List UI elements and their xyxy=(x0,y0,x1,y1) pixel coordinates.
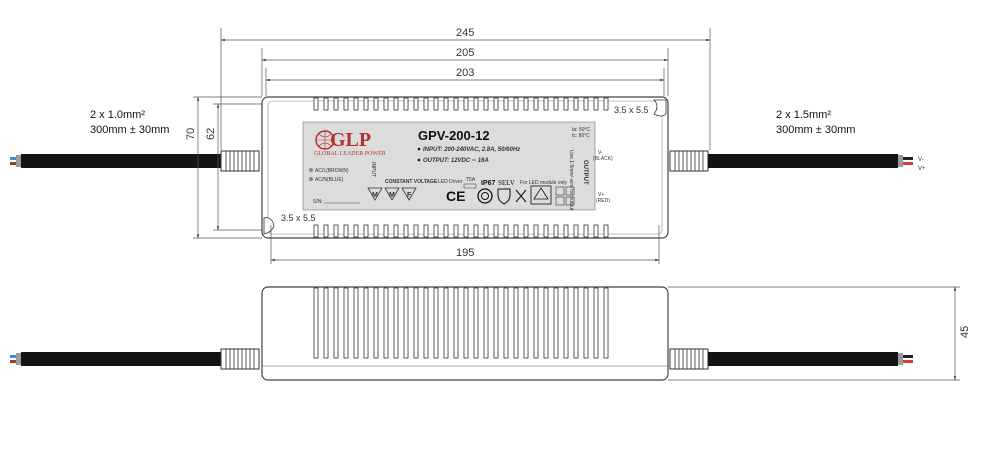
side-fins xyxy=(313,287,609,359)
mount-hole-right xyxy=(653,99,667,117)
v-pos-label: V+ xyxy=(598,192,604,198)
wire-note: Use 1.5mm² wire for output xyxy=(568,150,574,211)
weee-bin-icon xyxy=(515,189,527,203)
dim-height-inner: 62 xyxy=(205,128,217,140)
input-cable-top xyxy=(10,154,221,168)
output-vertical-label: OUTPUT xyxy=(582,160,588,185)
wire-neg-label: V- xyxy=(918,157,924,163)
led-only-label: For LED module only xyxy=(520,180,567,186)
warning-triangle-icon xyxy=(533,187,549,200)
top-view: GLP GLOBAL LEADER POWER GPV-200-12 INPUT… xyxy=(10,96,926,239)
left-strain-relief xyxy=(220,150,260,172)
input-cable-length: 300mm ± 30mm xyxy=(90,124,169,136)
fuse-icon xyxy=(463,183,477,189)
side-view xyxy=(10,286,913,381)
constant-voltage-label: CONSTANT VOLTAGE xyxy=(385,179,438,185)
output-rating: OUTPUT: 12VDC ═ 16A xyxy=(423,158,489,164)
selv-label: SELV xyxy=(498,179,515,187)
svg-text:M: M xyxy=(389,192,395,199)
temp-tc: tc: 80°C xyxy=(572,133,590,139)
ce-mark-icon: CE xyxy=(446,188,465,204)
mount-hole-bottom-label: 3.5 x 5.5 xyxy=(281,213,316,223)
left-strain-relief-side xyxy=(220,348,260,370)
fuse-label: T5A xyxy=(466,177,476,183)
right-strain-relief xyxy=(669,150,709,172)
dim-depth: 45 xyxy=(959,326,971,338)
input-cable-spec: 2 x 1.0mm² xyxy=(90,109,145,121)
svg-text:M: M xyxy=(372,192,378,199)
serial-number-label: S/N: xyxy=(313,199,323,205)
mount-hole-top-label: 3.5 x 5.5 xyxy=(614,105,649,115)
dim-body-length: 203 xyxy=(456,67,474,79)
input-rating: INPUT: 200-240VAC, 2.8A, 50/60Hz xyxy=(423,147,520,153)
rohs-icon xyxy=(477,188,493,204)
temp-ta: ta: 50°C xyxy=(572,127,591,133)
ac-n-label: AC/N(BLUE) xyxy=(315,177,344,183)
mm-f-symbols xyxy=(367,187,417,201)
input-cable-side xyxy=(21,352,221,366)
dim-height-outer: 70 xyxy=(185,128,197,140)
output-cable-spec: 2 x 1.5mm² xyxy=(776,109,831,121)
svg-text:F: F xyxy=(407,192,412,199)
right-strain-relief-side xyxy=(669,348,709,370)
mount-hole-left xyxy=(263,217,275,235)
ip-rating: IP67 xyxy=(481,180,496,187)
dim-housing-length: 205 xyxy=(456,47,474,59)
cooling-fins-bottom xyxy=(313,224,609,238)
cooling-fins-top xyxy=(313,97,609,111)
wire-pos-label: V+ xyxy=(918,166,926,172)
output-cable-side xyxy=(708,352,898,366)
dimension-lines xyxy=(193,28,960,381)
product-label: GLP GLOBAL LEADER POWER GPV-200-12 INPUT… xyxy=(302,121,613,211)
dim-overall-length: 245 xyxy=(456,27,474,39)
input-vertical-label: INPUT xyxy=(370,162,376,177)
output-cable-top xyxy=(708,154,913,168)
led-driver-label: LED Driver xyxy=(438,179,463,185)
ac-l-label: AC/L(BROWN) xyxy=(315,168,349,174)
v-neg-color: (BLACK) xyxy=(593,156,613,162)
dim-mount-spacing: 195 xyxy=(456,247,474,259)
class-symbol-icons xyxy=(555,186,575,206)
v-neg-label: V- xyxy=(598,150,603,156)
model-number: GPV-200-12 xyxy=(418,128,490,143)
v-pos-color: (RED) xyxy=(596,198,610,204)
safety-shield-icon xyxy=(497,188,511,205)
brand-subtitle: GLOBAL LEADER POWER xyxy=(314,151,386,157)
brand-logo: GLP xyxy=(330,129,371,151)
output-cable-length: 300mm ± 30mm xyxy=(776,124,855,136)
